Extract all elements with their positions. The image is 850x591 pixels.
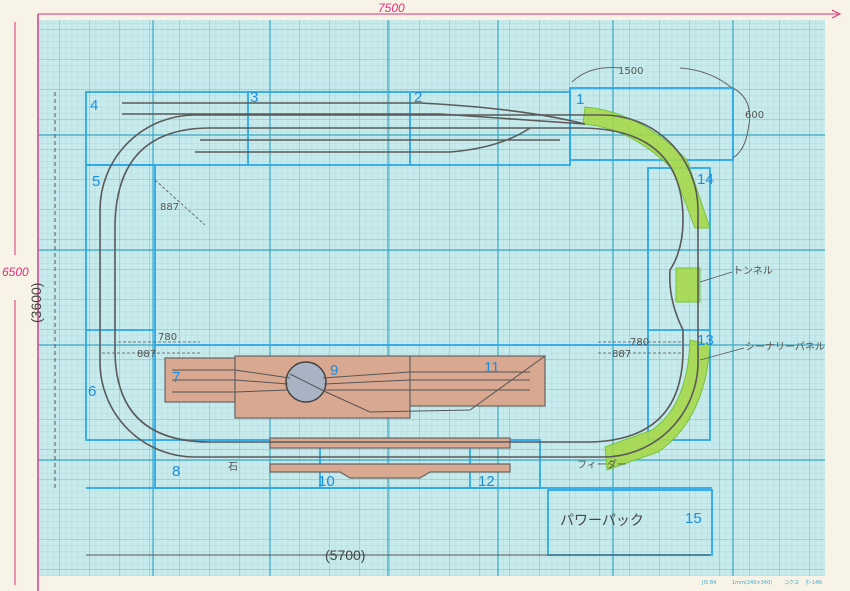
section-13: 13 — [697, 332, 714, 349]
paper-footer-size: JIS B4 — [701, 580, 716, 586]
section-7: 7 — [172, 369, 180, 386]
scenery-panel-label: シーナリーパネル — [745, 341, 825, 353]
feeder-label: フィーダー — [577, 458, 627, 471]
stone-label: 石 — [228, 462, 238, 473]
section-1: 1 — [576, 91, 584, 108]
tunnel-label: トンネル — [733, 265, 773, 277]
radius-inner-left: 780 — [158, 332, 177, 343]
section-11: 11 — [484, 359, 500, 376]
main-loop-track — [99, 102, 699, 458]
layout-width-label: (5700) — [325, 547, 365, 563]
section-10: 10 — [318, 473, 335, 490]
section-12: 12 — [478, 473, 495, 490]
paper-footer-code: ホ-14N — [805, 580, 822, 586]
yard-boards — [164, 355, 546, 479]
section-2: 2 — [414, 89, 422, 106]
paper-footer-grid: 1mm(240×340) — [732, 580, 772, 586]
radius-diagonal: 887 — [160, 202, 179, 213]
overall-height-label: 6500 — [2, 265, 29, 279]
radius-outer-right: 887 — [612, 349, 631, 360]
section-15: 15 — [685, 510, 702, 527]
overall-width-label: 7500 — [378, 1, 405, 15]
radius-inner-right: 780 — [630, 337, 649, 348]
module-width-label: 1500 — [618, 66, 643, 77]
paper-footer-brand: コクヨ — [784, 580, 799, 586]
section-14: 14 — [697, 171, 714, 188]
section-5: 5 — [92, 173, 100, 190]
section-6: 6 — [88, 383, 96, 400]
section-9: 9 — [330, 362, 338, 379]
tunnel-portal — [675, 267, 701, 303]
radius-outer-left: 887 — [137, 349, 156, 360]
power-pack-label: パワーパック — [560, 512, 644, 528]
section-8: 8 — [172, 463, 180, 480]
section-3: 3 — [250, 89, 258, 106]
module-depth-label: 600 — [745, 110, 764, 121]
section-4: 4 — [90, 97, 98, 114]
layout-height-label: (3600) — [28, 283, 44, 323]
